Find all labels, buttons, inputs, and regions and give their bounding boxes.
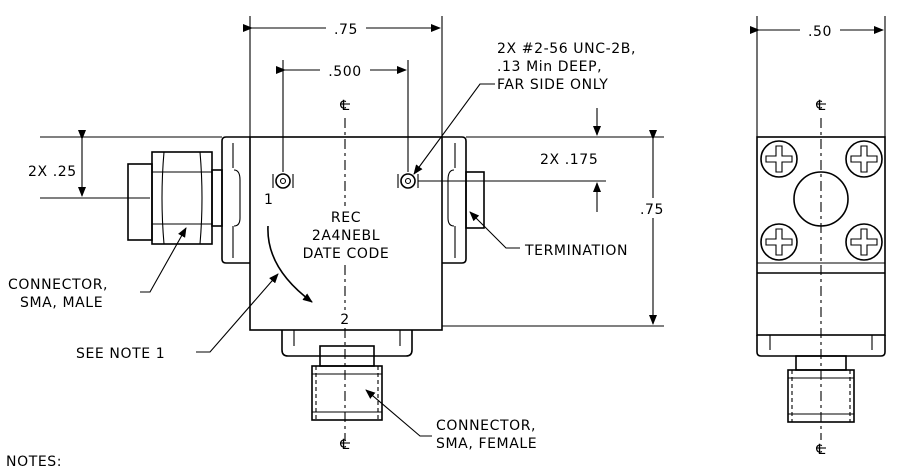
- isolator-body: [249, 136, 443, 331]
- mounting-hole-left: [272, 173, 294, 189]
- centerline-bottom-side: ℄: [815, 442, 826, 458]
- port-2-label: 2: [340, 312, 350, 328]
- dim-hole-spacing: .500: [328, 64, 362, 80]
- label-female-line1: CONNECTOR,: [436, 418, 536, 434]
- dim-hole-offset: 2X .175: [540, 152, 598, 168]
- label-female-line2: SMA, FEMALE: [436, 436, 537, 452]
- screw-bottom-right: [845, 223, 883, 261]
- dim-side-width: .50: [808, 24, 832, 40]
- marking-rec: REC: [331, 210, 361, 226]
- connector-sma-male: [127, 151, 223, 245]
- note-tapped-line2: .13 Min DEEP,: [497, 59, 602, 75]
- right-flange: [442, 136, 467, 264]
- centerline-top-side: ℄: [815, 98, 826, 114]
- dim-body-height: .75: [640, 202, 664, 218]
- marking-part-number: 2A4NEBL: [312, 228, 380, 244]
- left-flange: [221, 136, 250, 264]
- marking-date-code: DATE CODE: [303, 246, 390, 262]
- label-see-note: SEE NOTE 1: [76, 346, 165, 362]
- side-view: [750, 16, 886, 449]
- circulation-arrow: [267, 225, 313, 303]
- leader-tapped-holes: [413, 83, 495, 175]
- dim-body-width: .75: [334, 22, 358, 38]
- leader-see-note: [196, 273, 279, 353]
- leader-termination: [469, 211, 520, 249]
- label-male-line1: CONNECTOR,: [8, 277, 108, 293]
- front-view: [40, 16, 664, 444]
- screw-top-right: [845, 140, 883, 178]
- screw-bottom-left: [760, 223, 798, 261]
- screw-top-left: [760, 140, 798, 178]
- centerline-top-front: ℄: [339, 98, 350, 114]
- termination-block: [465, 171, 485, 229]
- notes-heading: NOTES:: [6, 454, 62, 470]
- label-male-line2: SMA, MALE: [20, 295, 103, 311]
- leader-male: [140, 227, 187, 293]
- connector-sma-female: [281, 330, 413, 421]
- mounting-hole-right: [397, 173, 419, 189]
- note-tapped-line3: FAR SIDE ONLY: [497, 77, 608, 93]
- centerline-bottom-front: ℄: [339, 437, 350, 453]
- dim-connector-offset: 2X .25: [28, 164, 77, 180]
- note-tapped-line1: 2X #2-56 UNC-2B,: [497, 41, 636, 57]
- leader-female: [365, 389, 432, 437]
- label-termination: TERMINATION: [524, 243, 628, 259]
- port-1-label: 1: [264, 192, 274, 208]
